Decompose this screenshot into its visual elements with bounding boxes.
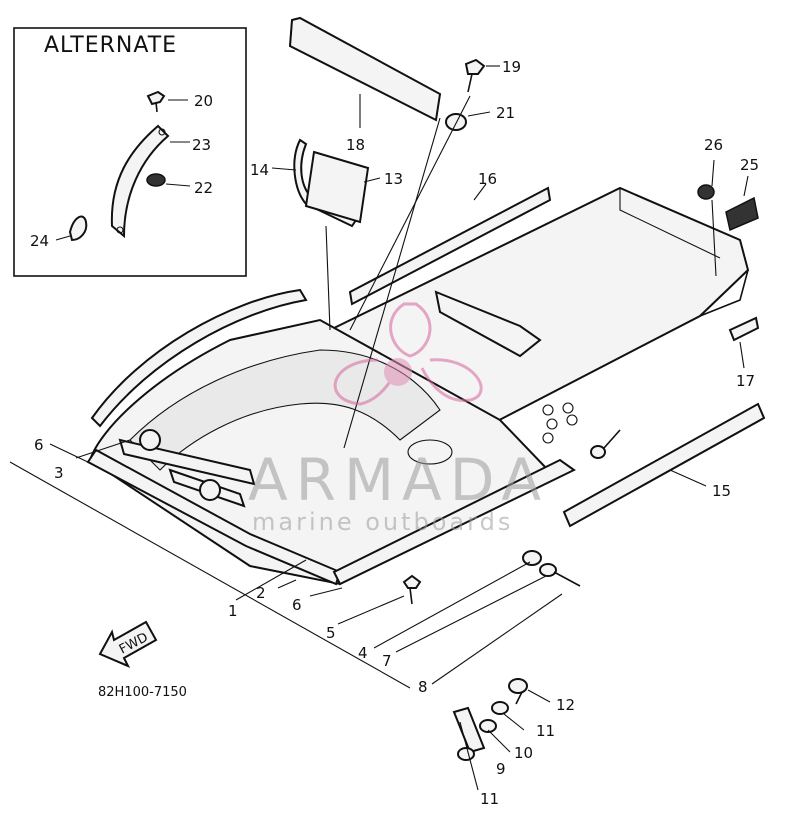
callout-26: 26 [704, 136, 723, 154]
callout-11-upper: 11 [536, 722, 555, 740]
part-16-strip [348, 183, 552, 306]
callout-6-left: 6 [34, 436, 44, 454]
diagram-code: 82H100-7150 [98, 685, 187, 700]
part-side-bolt [590, 429, 621, 459]
part-11-washer-a [491, 701, 509, 715]
callout-16: 16 [478, 170, 497, 188]
callout-22: 22 [194, 179, 213, 197]
watermark-logo-icon [333, 302, 483, 406]
callout-25: 25 [740, 156, 759, 174]
part-21-nut [445, 111, 491, 131]
callout-11-lower: 11 [480, 790, 499, 808]
callout-6-bottom: 6 [292, 596, 302, 614]
watermark: ARMADA marine outboards [248, 302, 549, 536]
callout-13: 13 [384, 170, 403, 188]
part-5-rivet [402, 574, 422, 605]
callout-23: 23 [192, 136, 211, 154]
part-9-bracket [452, 706, 486, 754]
alternate-inset: ALTERNATE [13, 27, 247, 277]
part-13-plate [304, 150, 381, 224]
callout-3: 3 [54, 464, 64, 482]
part-12-bolt [508, 678, 551, 705]
callout-20: 20 [194, 92, 213, 110]
part-11-washer-b [457, 747, 475, 761]
callout-4: 4 [358, 644, 368, 662]
callout-numbers: 20 23 22 24 19 21 18 14 13 16 26 25 17 1… [30, 58, 759, 808]
callout-10: 10 [514, 744, 533, 762]
part-18-flap [288, 16, 442, 128]
watermark-brand: ARMADA [248, 446, 549, 514]
part-10-spacer [479, 719, 497, 733]
part-4-washer [522, 550, 542, 566]
part-8-bolt [539, 563, 581, 587]
part-22-grommet [146, 173, 191, 187]
part-24-pad [55, 215, 88, 242]
fwd-arrow: FWD [98, 620, 158, 668]
part-26-grommet [697, 159, 715, 200]
callout-15: 15 [712, 482, 731, 500]
callout-18: 18 [346, 136, 365, 154]
callout-1: 1 [228, 602, 238, 620]
watermark-tagline: marine outboards [252, 508, 513, 536]
callout-21: 21 [496, 104, 515, 122]
callout-9: 9 [496, 760, 506, 778]
callout-14: 14 [250, 161, 269, 179]
part-15-strip [562, 402, 766, 528]
part-19-bolt [464, 58, 500, 93]
inset-title: ALTERNATE [44, 33, 177, 58]
callout-19: 19 [502, 58, 521, 76]
callout-2: 2 [256, 584, 266, 602]
callout-12: 12 [556, 696, 575, 714]
inset-frame [13, 27, 247, 277]
leader-lines [9, 95, 717, 791]
callout-17: 17 [736, 372, 755, 390]
part-17-tag [728, 316, 760, 369]
callout-8: 8 [418, 678, 428, 696]
callout-7: 7 [382, 652, 392, 670]
part-25-label [725, 175, 759, 232]
callout-5: 5 [326, 624, 336, 642]
callout-24: 24 [30, 232, 49, 250]
part-23-strap [110, 124, 190, 239]
part-20-screw [146, 90, 188, 113]
